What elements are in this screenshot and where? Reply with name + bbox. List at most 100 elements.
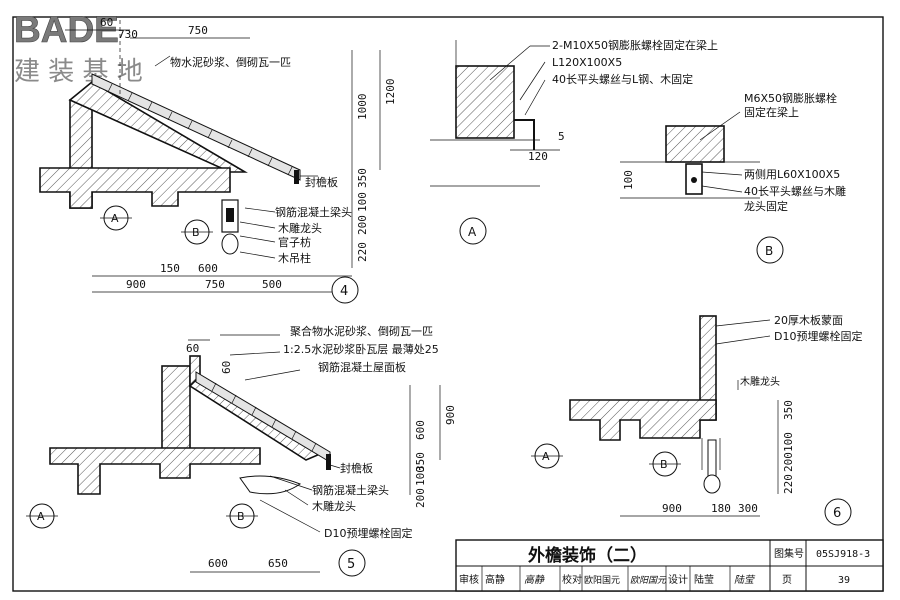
logo: BADE 建 装 基 地 xyxy=(14,9,143,87)
atlas-label: 图集号 xyxy=(774,547,804,560)
detail4-section-a: A xyxy=(100,205,132,231)
detail4-dim-750: 750 xyxy=(205,278,225,291)
detail4-beam xyxy=(39,167,231,209)
detail5-dim-900: 900 xyxy=(444,405,457,425)
detail4-dim-1000: 1000 xyxy=(356,94,369,121)
reviewer-signature: 高静 xyxy=(524,574,545,586)
svg-text:B: B xyxy=(660,458,668,471)
svg-text:B: B xyxy=(237,510,245,523)
detailB-label-bolt-2: 固定在梁上 xyxy=(744,105,799,119)
detailA-circle-label: A xyxy=(468,225,477,239)
detail6-column-end xyxy=(703,474,721,494)
detail5-dim-60b: 60 xyxy=(220,361,233,374)
detail5-dim-600-b: 600 xyxy=(208,557,228,570)
detail5-number-circle xyxy=(338,549,366,577)
detail6-label-bolt: D10预埋螺栓固定 xyxy=(774,329,862,343)
designer-signature: 陆莹 xyxy=(734,574,756,586)
design-label: 设计 xyxy=(668,573,688,586)
detail6-dim-900: 900 xyxy=(662,502,682,515)
detail6-section-a: A xyxy=(531,443,563,469)
detail4-dim-730: 730 xyxy=(118,28,138,41)
detail4-number-circle xyxy=(331,276,359,304)
detail5-fascia xyxy=(326,454,331,470)
detail5-dim-650: 650 xyxy=(268,557,288,570)
detail6-column xyxy=(707,439,717,477)
detail4-roof-slab xyxy=(68,81,248,173)
detail6-dim-180: 180 xyxy=(711,502,731,515)
page-label: 页 xyxy=(782,574,792,586)
detail5-dim-100: 100 xyxy=(414,466,427,486)
detail4-dim-1200: 1200 xyxy=(384,79,397,106)
detail4-dim-500: 500 xyxy=(262,278,282,291)
detail4-dim-150: 150 xyxy=(160,262,180,275)
detail5-number: 5 xyxy=(347,557,355,572)
reviewer-name: 高静 xyxy=(485,573,505,586)
detail5-dim-350: 350 xyxy=(414,452,427,472)
detail5-dragon xyxy=(239,475,302,495)
detail6-dim-300: 300 xyxy=(738,502,758,515)
detailB-label-bolt-1: M6X50钢膨胀螺栓 xyxy=(744,91,837,105)
detail4-label-board: 封檐板 xyxy=(305,175,338,189)
detail4-dim-900: 900 xyxy=(126,278,146,291)
svg-text:A: A xyxy=(37,510,45,523)
detail6-section-b: B xyxy=(649,451,681,477)
detail6-dim-200: 200 xyxy=(782,452,795,472)
detail5-dim-200: 200 xyxy=(414,488,427,508)
detail-4: 60 750 730 物水泥砂浆、倒砌瓦一匹 1000 1200 350 100… xyxy=(39,16,397,304)
detail4-dim-600: 600 xyxy=(198,262,218,275)
detail5-label-tile: 聚合物水泥砂浆、倒砌瓦一匹 xyxy=(290,324,433,338)
detail4-label-fang: 官子枋 xyxy=(278,235,311,249)
page-number: 39 xyxy=(838,575,850,586)
detailB-label-angle: 两侧用L60X100X5 xyxy=(744,168,840,181)
detail6-label-dragon: 木雕龙头 xyxy=(740,375,780,388)
detail5-section-a: A xyxy=(26,503,58,529)
detail5-section-b: B xyxy=(226,503,258,529)
detail5-label-bolt: D10预埋螺栓固定 xyxy=(324,526,412,540)
detailA-label-angle: L120X100X5 xyxy=(552,56,622,69)
detail4-label-dragon: 木雕龙头 xyxy=(278,221,322,235)
detail6-label-board: 20厚木板蒙面 xyxy=(774,313,843,327)
detail4-dim-60: 60 xyxy=(100,16,113,29)
detail4-dim-100: 100 xyxy=(356,192,369,212)
detail5-dim-600: 600 xyxy=(414,420,427,440)
detailA-label-bolt: 2-M10X50钢膨胀螺栓固定在梁上 xyxy=(552,38,718,52)
detailB-dim-100: 100 xyxy=(622,170,635,190)
detailA-label-screw: 40长平头螺丝与L钢、木固定 xyxy=(552,72,693,86)
detail4-tiles xyxy=(91,73,301,181)
detail4-fascia xyxy=(294,170,299,184)
detail4-label-beam: 钢筋混凝土梁头 xyxy=(275,205,352,219)
detailB-circle-label: B xyxy=(765,244,773,258)
detail5-beam xyxy=(49,447,261,495)
svg-text:A: A xyxy=(542,450,550,463)
designer-name: 陆莹 xyxy=(694,573,714,586)
title-text: 外檐装饰（二） xyxy=(528,545,647,566)
checker-name: 欧阳国元 xyxy=(584,574,620,586)
detail5-label-beam: 钢筋混凝土梁头 xyxy=(312,483,389,497)
detail6-dim-350: 350 xyxy=(782,400,795,420)
detail-5: 60 60 聚合物水泥砂浆、倒砌瓦一匹 1:2.5水泥砂浆卧瓦层 最薄处25 钢… xyxy=(26,324,457,577)
detail4-section-b: B xyxy=(181,219,213,245)
detailA-dim-120: 120 xyxy=(528,150,548,163)
detail4-dim-200: 200 xyxy=(356,215,369,235)
detail4-label-tile: 物水泥砂浆、倒砌瓦一匹 xyxy=(170,55,291,69)
logo-latin: BADE xyxy=(14,9,119,50)
svg-text:B: B xyxy=(192,226,200,239)
detail5-label-board: 封檐板 xyxy=(340,461,373,475)
detail4-column-end xyxy=(221,233,239,255)
detailB-circle xyxy=(756,236,784,264)
detail6-dim-100: 100 xyxy=(782,432,795,452)
detail6-number-circle xyxy=(824,498,852,526)
atlas-number: 05SJ918-3 xyxy=(816,549,870,560)
detailA-circle xyxy=(459,217,487,245)
detail6-number: 6 xyxy=(833,506,841,521)
detailA-angle xyxy=(514,119,535,150)
review-label: 审核 xyxy=(459,573,479,586)
detail5-dim-60a: 60 xyxy=(186,342,199,355)
detail5-label-slab: 钢筋混凝土屋面板 xyxy=(318,360,406,374)
detail6-beam xyxy=(569,399,717,441)
detail5-label-dragon: 木雕龙头 xyxy=(312,499,356,513)
detailA-dim-5: 5 xyxy=(558,130,565,143)
checker-signature: 欧阳国元 xyxy=(630,575,667,586)
detail-b: 100 M6X50钢膨胀螺栓 固定在梁上 两侧用L60X100X5 40长平头螺… xyxy=(620,91,846,264)
